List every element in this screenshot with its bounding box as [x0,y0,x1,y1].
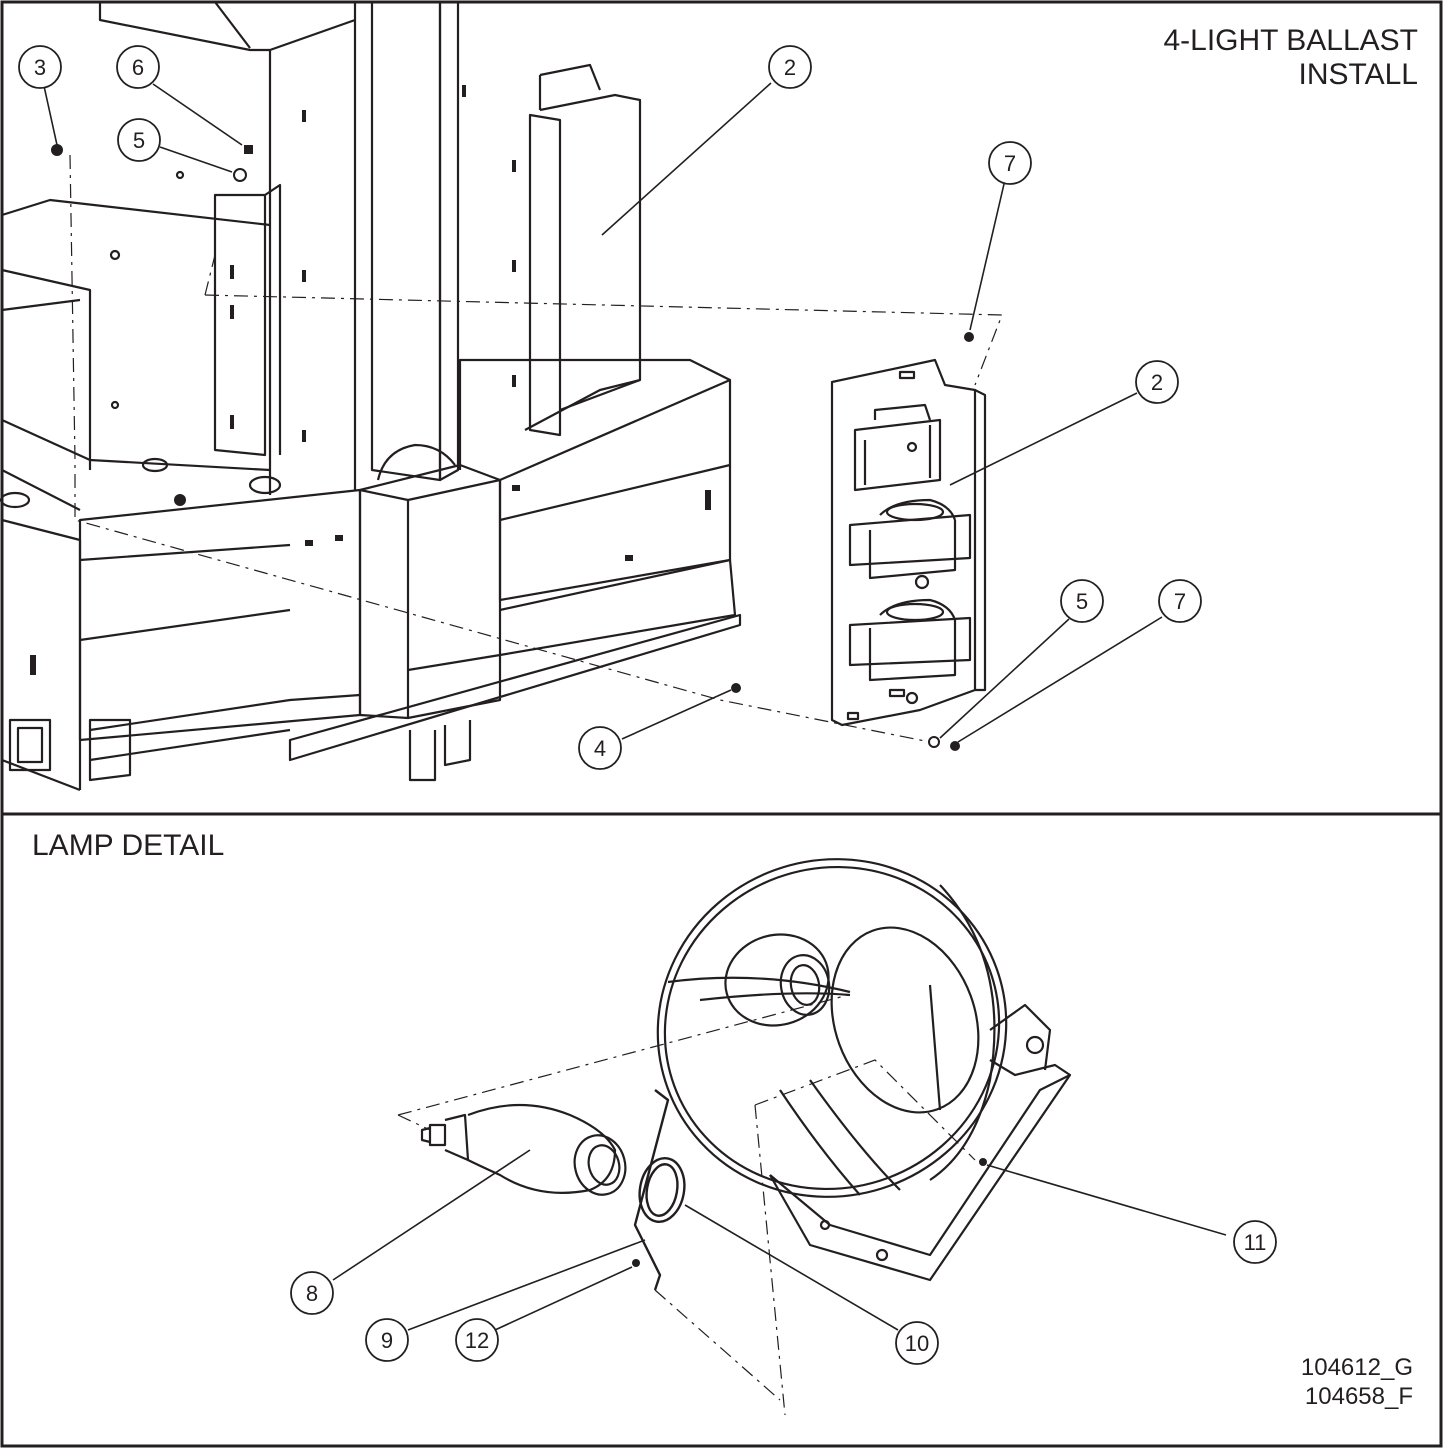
lamp-reflector-housing [656,858,1072,1282]
callout-label: 8 [306,1281,318,1306]
callout-label: 11 [1244,1230,1267,1255]
ballast-title-line2: INSTALL [1298,58,1419,91]
callout-2: 2 [1135,360,1179,404]
alignment-lines-ballast [69,154,1003,743]
callout-label: 7 [1004,151,1016,176]
lamp-panel-title: LAMP DETAIL [32,829,225,862]
callout-label: 10 [905,1331,929,1356]
lamp-retaining-clip [633,1089,686,1291]
callout-label: 3 [34,55,46,80]
drawing-number: 104612_G [1300,1354,1413,1381]
fixture-frame-assembly [0,1,742,792]
hardware-pieces [51,144,974,751]
callout-label: 7 [1174,589,1186,614]
callout-label: 9 [381,1328,393,1353]
callout-label: 5 [133,128,145,153]
callout-4: 4 [578,726,622,770]
callout-5: 5 [1060,579,1104,623]
drawing-numbers: 104612_G 104658_F [1301,1353,1413,1411]
callout-label: 4 [594,736,606,761]
ballast-panel-title: 4-LIGHT BALLAST INSTALL [1163,24,1418,92]
callout-label: 12 [465,1328,489,1353]
callout-6: 6 [116,45,160,89]
ballast-title-line1: 4-LIGHT BALLAST [1163,24,1418,57]
callout-7: 7 [988,141,1032,185]
callout-label: 5 [1076,589,1088,614]
callout-label: 6 [132,55,144,80]
callout-11: 11 [1233,1220,1277,1264]
frame-slots [30,85,711,675]
callout-7: 7 [1158,579,1202,623]
callout-label: 2 [1151,370,1163,395]
callout-3: 3 [18,45,62,89]
callout-2: 2 [768,45,812,89]
alignment-lines-lamp [397,994,976,1416]
callout-5: 5 [117,118,161,162]
callout-9: 9 [365,1318,409,1362]
ballast-plate-assembly [830,358,987,727]
callout-12: 12 [455,1318,499,1362]
lamp-hardware [632,1158,987,1267]
leader-lines [43,82,1227,1331]
drawing-number: 104658_F [1304,1383,1413,1410]
callout-label: 2 [784,55,796,80]
callout-10: 10 [895,1321,939,1365]
lamp-bulb [420,1103,627,1196]
callout-8: 8 [290,1271,334,1315]
